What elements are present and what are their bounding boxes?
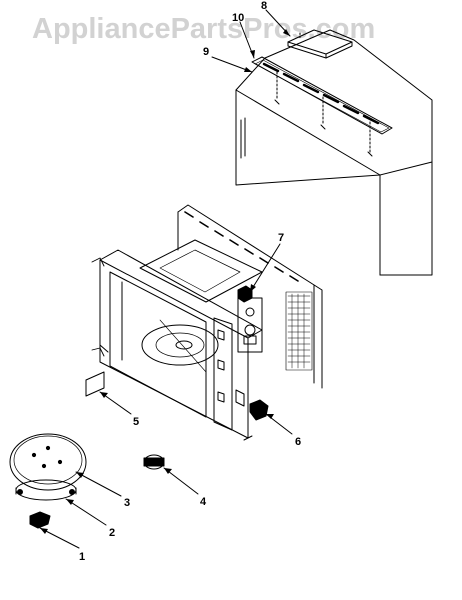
callout-6: 6 xyxy=(295,436,301,448)
coupler xyxy=(29,511,51,529)
callout-4: 4 xyxy=(200,496,207,508)
leader-lines xyxy=(39,9,293,549)
vent-panel xyxy=(251,56,393,157)
roller-ring xyxy=(15,479,77,501)
callout-5: 5 xyxy=(133,416,139,428)
callout-10: 10 xyxy=(232,12,244,24)
cavity-interior xyxy=(121,281,219,373)
callout-2: 2 xyxy=(109,527,115,539)
top-plate xyxy=(287,29,353,59)
door-switch xyxy=(249,399,269,421)
cavity-front-frame xyxy=(91,249,263,441)
callout-1: 1 xyxy=(79,551,85,563)
cavity-label xyxy=(85,371,105,397)
interlock-switch xyxy=(237,285,253,303)
site-watermark: AppliancePartsPros.com xyxy=(32,13,375,45)
cavity-frame xyxy=(177,204,323,389)
callout-9: 9 xyxy=(203,46,209,58)
turntable-motor xyxy=(143,454,165,470)
turntable-tray xyxy=(9,433,87,491)
callout-8: 8 xyxy=(261,0,267,12)
callout-3: 3 xyxy=(124,497,130,509)
leader-arrowheads xyxy=(40,29,290,534)
callout-7: 7 xyxy=(278,232,284,244)
outer-cabinet xyxy=(235,29,433,276)
